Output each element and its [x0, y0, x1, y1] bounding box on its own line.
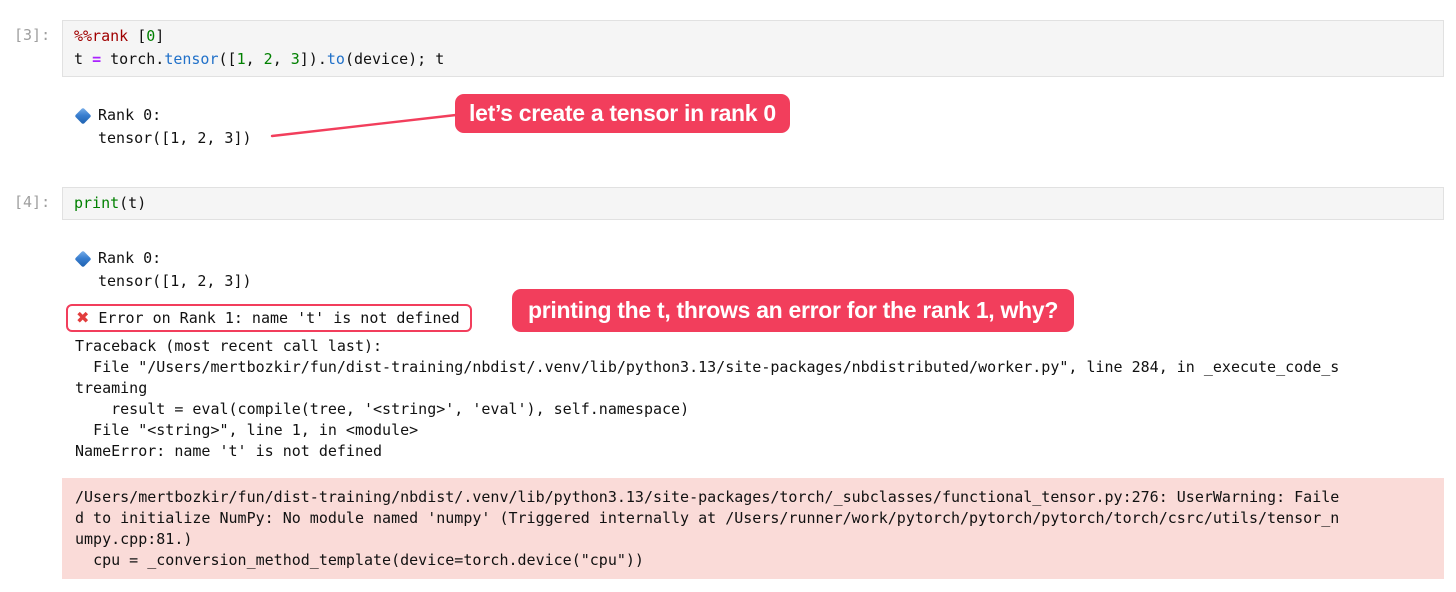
blue-diamond-icon [74, 107, 92, 124]
code-cell-3-source[interactable]: %%rank [0]t = torch.tensor([1, 2, 3]).to… [74, 27, 445, 68]
tensor-value: tensor([1, 2, 3]) [98, 272, 252, 290]
tensor-value: tensor([1, 2, 3]) [98, 129, 252, 147]
code-cell-4[interactable]: print(t) [62, 187, 1444, 220]
red-cross-icon: ✖ [76, 308, 90, 327]
cell-4-output: Rank 0: tensor([1, 2, 3]) [74, 247, 252, 293]
rank-0-line: Rank 0: [74, 247, 252, 270]
rank-label: Rank 0: [98, 249, 162, 267]
cell-4-prompt: [4]: [14, 193, 51, 211]
annotation-note-2: printing the t, throws an error for the … [512, 289, 1075, 332]
annotation-note-1: let’s create a tensor in rank 0 [455, 94, 790, 133]
cell-3-prompt: [3]: [14, 26, 51, 44]
traceback-text: Traceback (most recent call last): File … [75, 337, 1340, 460]
code-cell-4-source[interactable]: print(t) [74, 194, 147, 212]
error-message: Error on Rank 1: name 't' is not defined [98, 309, 460, 327]
error-highlight-box: ✖ Error on Rank 1: name 't' is not defin… [66, 304, 472, 332]
blue-diamond-icon [74, 250, 92, 267]
cell-3-output: Rank 0: tensor([1, 2, 3]) [74, 104, 252, 150]
rank-label: Rank 0: [98, 106, 162, 124]
code-cell-3[interactable]: %%rank [0]t = torch.tensor([1, 2, 3]).to… [62, 20, 1444, 77]
userwarning-text: /Users/mertbozkir/fun/dist-training/nbdi… [75, 488, 1340, 569]
stderr-warning-box: /Users/mertbozkir/fun/dist-training/nbdi… [62, 478, 1444, 579]
rank-0-line: Rank 0: [74, 104, 252, 127]
